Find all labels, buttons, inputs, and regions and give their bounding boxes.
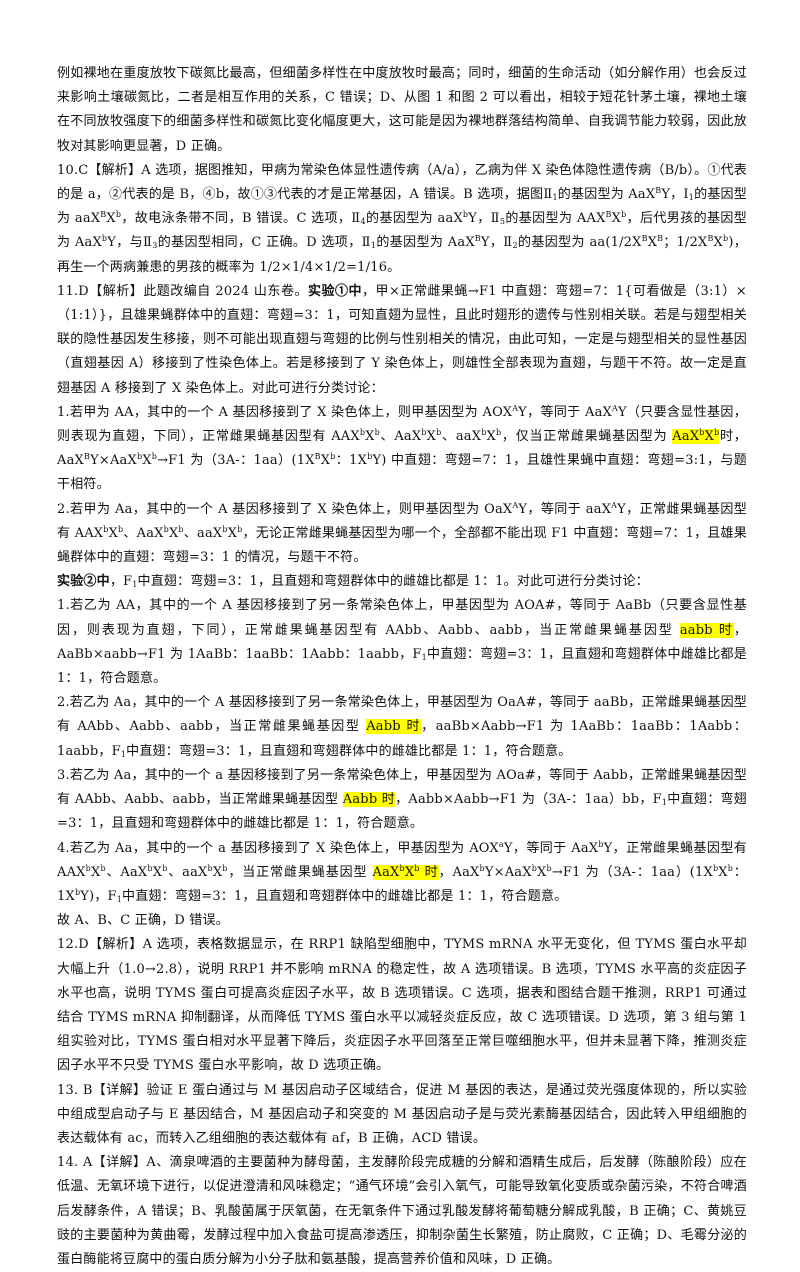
experiment-2-case-2: 2.若乙为 Aa，其中的一个 A 基因移接到了另一条常染色体上，甲基因型为 Oa…: [57, 695, 747, 759]
answer-11-case-1: 1.若甲为 AA，其中的一个 A 基因移接到了 X 染色体上，则甲基因型为 AO…: [57, 403, 747, 493]
answer-12: 12.D【解析】A 选项，表格数据显示，在 RRP1 缺陷型细胞中，TYMS m…: [57, 937, 747, 1074]
experiment-2-case-3: 3.若乙为 Aa，其中的一个 a 基因移接到了另一条常染色体上，甲基因型为 AO…: [57, 767, 747, 832]
document-body: 例如裸地在重度放牧下碳氮比最高，但细菌多样性在中度放牧时最高；同时，细菌的生命活…: [57, 62, 747, 1272]
answer-11: 11.D【解析】此题改编自 2024 山东卷。实验①中，甲×正常雌果蝇→F1 中…: [57, 283, 747, 396]
answer-14: 14. A【详解】A、滴泉啤酒的主要菌种为酵母菌，主发酵阶段完成糖的分解和酒精生…: [57, 1155, 747, 1267]
experiment-2-heading: 实验②中，F1中直翅：弯翅=3：1，且直翅和弯翅群体中的雌雄比都是 1：1。对此…: [57, 574, 649, 590]
paragraph-continuation: 例如裸地在重度放牧下碳氮比最高，但细菌多样性在中度放牧时最高；同时，细菌的生命活…: [57, 66, 747, 154]
experiment-2-case-4: 4.若乙为 Aa，其中的一个 a 基因移接到了 X 染色体上，甲基因型为 AOX…: [57, 839, 747, 904]
answer-11-case-2: 2.若甲为 Aa，其中的一个 A 基因移接到了 X 染色体上，则甲基因型为 Oa…: [57, 500, 747, 566]
answer-13: 13. B【详解】验证 E 蛋白通过与 M 基因启动子区域结合，促进 M 基因的…: [57, 1082, 747, 1146]
experiment-2-case-1: 1.若乙为 AA，其中的一个 A 基因移接到了另一条常染色体上，甲基因型为 AO…: [57, 598, 748, 687]
answer-10: 10.C【解析】A 选项，据图推知，甲病为常染色体显性遗传病（A/a），乙病为伴…: [57, 162, 748, 275]
answer-11-conclusion: 故 A、B、C 正确，D 错误。: [57, 913, 229, 929]
